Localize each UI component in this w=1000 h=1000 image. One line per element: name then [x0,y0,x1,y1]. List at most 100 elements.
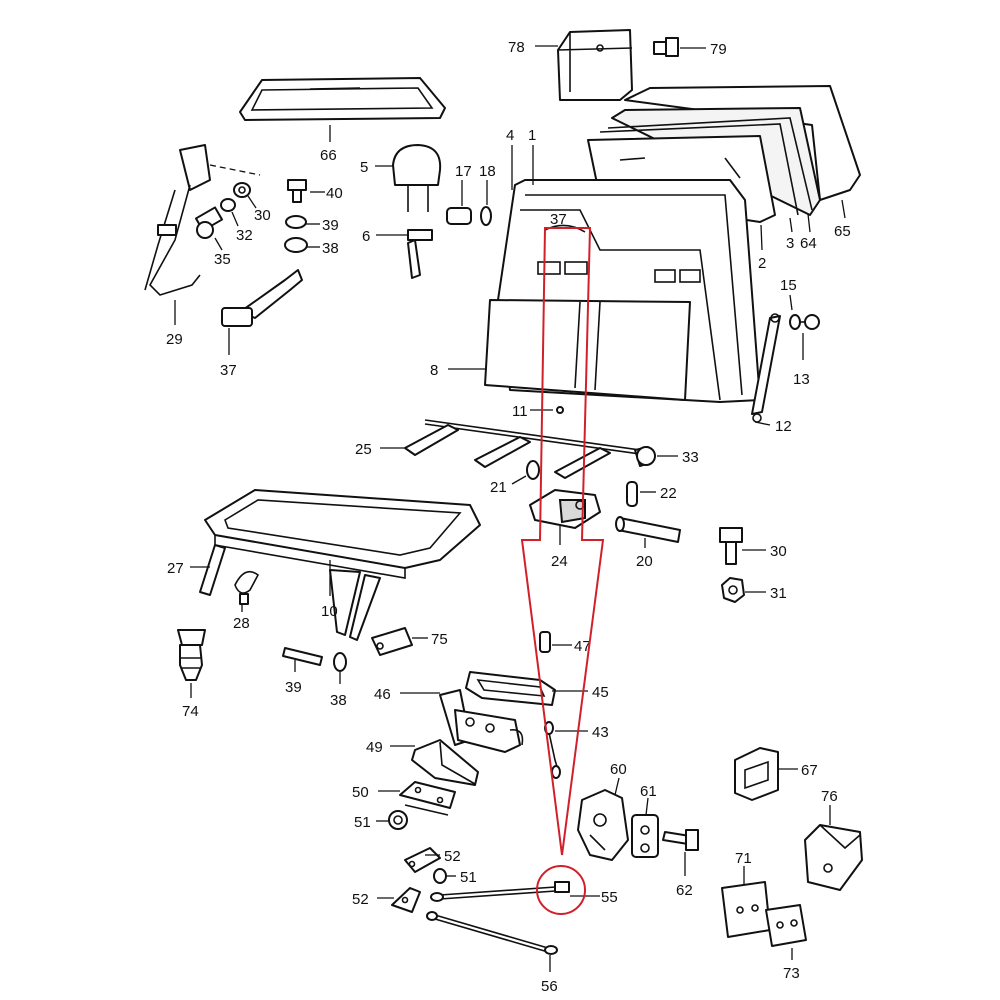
cable-55 [430,881,571,902]
callout-13: 13 [793,371,810,388]
callout-78: 78 [508,39,525,56]
callout-30a: 30 [254,207,271,224]
bolt-62 [662,829,699,851]
callout-40: 40 [326,185,343,202]
callout-45: 45 [592,684,609,701]
callout-39a: 39 [322,217,339,234]
guard-76 [804,824,863,891]
nut-31 [721,577,745,603]
callout-31: 31 [770,585,787,602]
lock-mechanism-46 [439,689,524,753]
callout-50: 50 [352,784,369,801]
headrest-5 [392,144,442,212]
screw-13 [800,314,820,330]
bushing-17 [446,207,472,225]
clip-11 [556,406,564,414]
bolt-30 [719,527,743,565]
strap-28 [234,570,260,605]
callout-46: 46 [374,686,391,703]
block-67 [734,747,779,801]
callout-51a: 51 [354,814,371,831]
latch-60 [577,789,629,861]
washer-21 [526,460,540,480]
shelf-frame-25 [404,419,641,479]
callout-5: 5 [360,159,368,176]
callout-10: 10 [321,603,338,620]
callout-43: 43 [592,724,609,741]
callout-51b: 51 [460,869,477,886]
callout-29: 29 [166,331,183,348]
washer-39 [285,215,307,229]
nut-38 [284,237,308,253]
bracket-52-upper [404,847,441,873]
pin-39 [282,647,323,666]
callout-28: 28 [233,615,250,632]
buckle-37 [221,269,303,327]
callout-38b: 38 [330,692,347,709]
shelf-legs-10 [329,569,381,641]
support-27 [199,544,226,596]
rod-56 [426,911,558,955]
callout-18: 18 [479,163,496,180]
washer-32 [220,198,236,212]
callout-52a: 52 [444,848,461,865]
washer-15 [789,314,801,330]
callout-33: 33 [682,449,699,466]
cap-nut-33 [634,446,656,467]
callout-24: 24 [551,553,568,570]
hinge-plate-73 [765,904,807,947]
bracket-49 [411,739,479,786]
screw-79 [653,37,679,57]
bracket-52-lower [391,887,421,913]
highlight-arrow [520,227,605,856]
callout-65: 65 [834,223,851,240]
callout-20: 20 [636,553,653,570]
callout-22: 22 [660,485,677,502]
callout-1: 1 [528,127,536,144]
brake-light-66 [239,77,446,121]
callout-75: 75 [431,631,448,648]
nut-51 [388,810,408,830]
callout-71: 71 [735,850,752,867]
callout-12: 12 [775,418,792,435]
plate-50 [399,781,456,816]
seat-belt-29 [144,144,261,296]
callout-37b: 37 [550,211,567,228]
bolt-40 [287,179,307,203]
bracket-6 [407,229,433,279]
block-75 [371,627,413,656]
washer-30 [233,182,251,198]
callout-2: 2 [758,255,766,272]
cover-78 [557,29,633,101]
callout-62: 62 [676,882,693,899]
callout-79: 79 [710,41,727,58]
callout-49: 49 [366,739,383,756]
callout-35: 35 [214,251,231,268]
pin-47 [539,631,551,653]
gas-strut-12 [751,313,781,423]
callout-layer: 78 79 66 4 1 5 17 18 6 40 39 38 30 32 35… [166,39,851,995]
callout-60: 60 [610,761,627,778]
callout-15: 15 [780,277,797,294]
catch-61 [631,814,659,858]
rubber-stop-74 [177,629,206,681]
parcel-shelf-10 [204,489,481,579]
callout-38a: 38 [322,240,339,257]
callout-73: 73 [783,965,800,982]
callout-6: 6 [362,228,370,245]
callout-11: 11 [512,403,528,420]
callout-37a: 37 [220,362,237,379]
rod-20 [615,516,681,543]
callout-66: 66 [320,147,337,164]
callout-61: 61 [640,783,657,800]
highlight-circle [536,865,586,915]
washer-51 [433,868,447,884]
callout-55: 55 [601,889,618,906]
callout-67: 67 [801,762,818,779]
washer-38 [333,652,347,672]
callout-27: 27 [167,560,184,577]
callout-17: 17 [455,163,472,180]
callout-32: 32 [236,227,253,244]
callout-30b: 30 [770,543,787,560]
